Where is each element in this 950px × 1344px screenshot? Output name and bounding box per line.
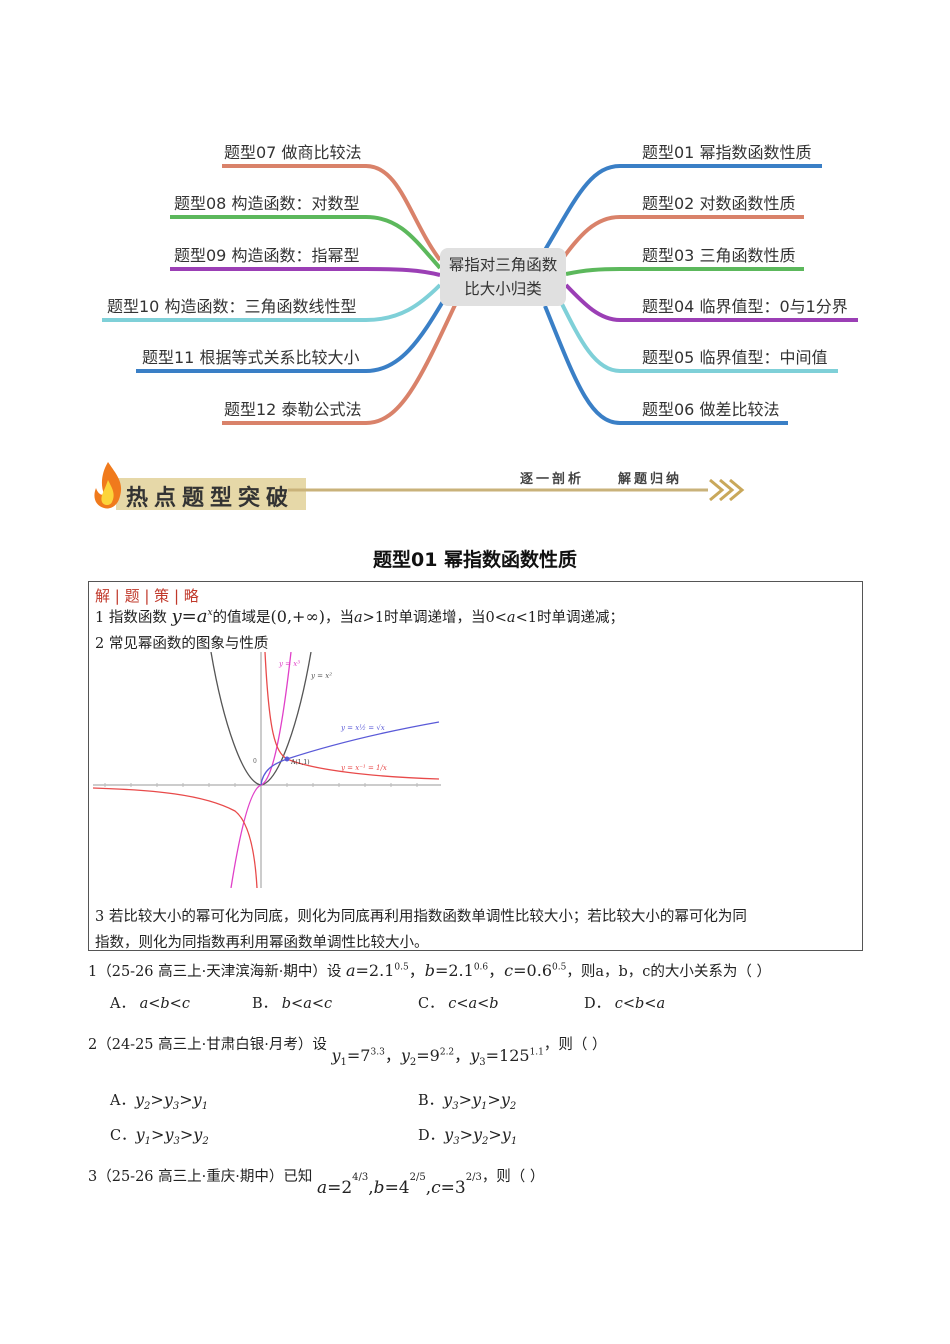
strategy-line-3: 3 若比较大小的幂可化为同底，则化为同底再利用指数函数单调性比较大小；若比较大小…	[95, 909, 747, 925]
branch-08	[170, 215, 442, 270]
strategy-line-4: 指数，则化为同指数再利用幂函数单调性比较大小。	[95, 935, 429, 951]
q3-formula: a=24/3,b=42/5,c=32/3	[316, 1172, 482, 1198]
q1-option-b-text: b<a<c	[281, 996, 333, 1012]
point-a	[284, 756, 290, 762]
q1-prefix: 1（25-26 高三上·天津滨海新·期中）设	[88, 964, 342, 980]
mindmap-label-04: 题型04 临界值型：0与1分界	[642, 297, 848, 316]
mindmap-center: 幂指对三角函数 比大小归类	[440, 248, 566, 306]
q1-option-b[interactable]: B． b<a<c	[252, 992, 332, 1013]
branch-10	[102, 283, 442, 322]
flame-icon	[94, 462, 122, 509]
q2-option-b[interactable]: B．y3>y1>y2	[418, 1090, 517, 1113]
q1-option-d-letter: D．	[584, 996, 611, 1012]
banner-tag-2: 解题归纳	[618, 472, 683, 487]
label-point-a: A(1,1)	[290, 759, 310, 766]
q3-prefix: 3（25-26 高三上·重庆·期中）已知	[88, 1169, 313, 1185]
curve-sqrt	[260, 721, 440, 786]
q1-suffix: ，则a，b，c的大小关系为（ ）	[566, 964, 771, 980]
line1-mid: 的值域是	[212, 610, 271, 626]
power-function-graph: y = x³ y = x² y = x½ = √x y = x⁻¹ = 1/x …	[93, 652, 441, 888]
q2-suffix: ，则（ ）	[543, 1037, 607, 1053]
q1-option-b-letter: B．	[252, 996, 278, 1012]
q1-option-c[interactable]: C． c<a<b	[418, 992, 499, 1013]
q1-option-c-letter: C．	[418, 996, 444, 1012]
q1-option-a-letter: A．	[110, 996, 135, 1012]
mindmap-label-12: 题型12 泰勒公式法	[224, 400, 362, 419]
mindmap-label-03: 题型03 三角函数性质	[642, 246, 796, 265]
mindmap-label-05: 题型05 临界值型：中间值	[642, 348, 828, 367]
branch-01	[543, 164, 822, 252]
q1-option-c-text: c<a<b	[448, 996, 499, 1012]
branch-11	[136, 296, 447, 373]
q2-prefix: 2（24-25 高三上·甘肃白银·月考）设	[88, 1037, 327, 1053]
banner-title: 热点题型突破	[126, 485, 295, 511]
cond-increasing: a>1	[354, 610, 385, 626]
branch-06	[543, 305, 788, 425]
curve-inverse-left	[93, 787, 258, 888]
label-x-squared: y = x²	[310, 672, 332, 680]
mindmap-label-08: 题型08 构造函数：对数型	[174, 194, 360, 213]
question-2: 2（24-25 高三上·甘肃白银·月考）设 y1=73.3，y2=92.2，y3…	[88, 1030, 607, 1068]
q1-option-d[interactable]: D． c<b<a	[584, 992, 665, 1013]
q2-option-c[interactable]: C．y1>y3>y2	[110, 1125, 209, 1148]
branch-09	[170, 267, 441, 277]
strategy-line-1: 1 指数函数 y=ax的值域是(0,+∞)，当a>1时单调递增，当0<a<1时单…	[95, 606, 624, 627]
banner-decoration	[116, 478, 745, 510]
question-1: 1（25-26 高三上·天津滨海新·期中）设 a=2.10.5，b=2.10.6…	[88, 957, 771, 981]
section-title: 题型01 幂指数函数性质	[372, 549, 578, 571]
q2-option-d[interactable]: D．y3>y2>y1	[418, 1125, 518, 1148]
q1-option-a[interactable]: A． a<b<c	[110, 992, 190, 1013]
mindmap-center-line2: 比大小归类	[464, 280, 542, 298]
branch-02	[558, 215, 804, 264]
q2-formula: y1=73.3，y2=92.2，y3=1251.1	[331, 1046, 544, 1069]
mindmap-label-02: 题型02 对数函数性质	[642, 194, 796, 213]
label-origin: 0	[253, 758, 257, 765]
label-inverse: y = x⁻¹ = 1/x	[340, 764, 387, 772]
mindmap-label-11: 题型11 根据等式关系比较大小	[142, 348, 360, 367]
strategy-heading: 解 | 题 | 策 | 略	[95, 587, 199, 605]
branch-04	[564, 283, 858, 322]
q3-suffix: ，则（ ）	[481, 1169, 545, 1185]
line1-c: 时单调递减；	[536, 610, 624, 626]
strategy-box: 解 | 题 | 策 | 略 1 指数函数 y=ax的值域是(0,+∞)，当a>1…	[88, 581, 863, 951]
branch-05	[558, 299, 838, 373]
line1-prefix: 1 指数函数	[95, 610, 167, 626]
label-sqrt: y = x½ = √x	[340, 724, 385, 732]
range-formula: (0,+∞)	[270, 607, 326, 626]
exp-function-formula: y=ax	[171, 606, 213, 627]
q1-formula: a=2.10.5，b=2.10.6，c=0.60.5	[345, 961, 567, 980]
cond-decreasing: 0<a<1	[485, 610, 537, 626]
line1-b: 时单调递增，当	[384, 610, 486, 626]
label-x-cubed: y = x³	[278, 660, 300, 668]
line1-a: ，当	[325, 610, 355, 626]
mindmap-label-06: 题型06 做差比较法	[642, 400, 780, 419]
branch-07	[222, 164, 442, 262]
q1-option-d-text: c<b<a	[614, 996, 666, 1012]
strategy-line-2: 2 常见幂函数的图象与性质	[95, 636, 269, 652]
mindmap-label-07: 题型07 做商比较法	[224, 143, 362, 162]
mindmap-label-09: 题型09 构造函数：指幂型	[174, 246, 360, 265]
branch-12	[222, 304, 457, 425]
mindmap-center-line1: 幂指对三角函数	[448, 256, 558, 274]
banner-tag-1: 逐一剖析	[520, 472, 585, 487]
branch-03	[565, 267, 804, 276]
question-3: 3（25-26 高三上·重庆·期中）已知 a=24/3,b=42/5,c=32/…	[88, 1165, 545, 1198]
hot-topics-banner: 热点题型突破 逐一剖析 解题归纳	[88, 460, 748, 516]
mindmap-label-10: 题型10 构造函数：三角函数线性型	[107, 297, 357, 316]
mindmap-branches	[102, 164, 858, 425]
q1-option-a-text: a<b<c	[139, 996, 190, 1012]
q2-option-a[interactable]: A．y2>y3>y1	[110, 1090, 209, 1113]
mindmap-label-01: 题型01 幂指数函数性质	[642, 143, 812, 162]
